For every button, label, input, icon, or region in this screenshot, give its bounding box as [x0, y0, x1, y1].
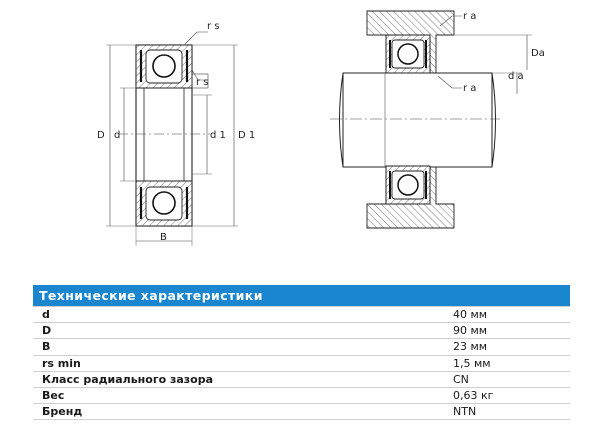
spec-label: d [33, 305, 444, 324]
dim-D-label: D [97, 130, 105, 141]
bottom-ring-section [135, 180, 193, 227]
specs-title: Технические характеристики [33, 285, 570, 306]
spec-label: Вес [33, 387, 444, 405]
dim-d1-label: d 1 [210, 130, 226, 141]
rs-side-label: r s [196, 77, 209, 88]
dim-Da-label: Da [531, 48, 545, 59]
spec-value: 40 мм [444, 305, 570, 324]
dim-D1-label: D 1 [238, 130, 255, 141]
ra-top-label: r a [463, 11, 476, 22]
spec-value: 0,63 кг [444, 387, 570, 405]
mounted-bearing-bottom [385, 165, 431, 205]
ra-side-label: r a [463, 83, 476, 94]
spec-label: rs min [33, 355, 444, 372]
spec-value: NTN [444, 403, 570, 421]
spec-label: Бренд [33, 403, 444, 421]
spec-label: Класс радиального зазора [33, 371, 444, 388]
dim-da-label: d a [508, 71, 524, 82]
rs-top-label: r s [207, 21, 220, 32]
bearing-drawing: D d d 1 D 1 B r s r s [97, 10, 545, 246]
spec-value: 90 мм [444, 322, 570, 340]
top-ring-section [135, 44, 193, 89]
spec-value: CN [444, 371, 570, 388]
mounted-bearing-top [385, 34, 431, 74]
dim-B-label: B [160, 232, 167, 243]
spec-label: D [33, 322, 444, 340]
dim-d-label: d [114, 130, 120, 141]
spec-value: 1,5 мм [444, 355, 570, 372]
spec-value: 23 мм [444, 338, 570, 356]
mounting-arrangement-view: r a r a Da d a [330, 10, 545, 229]
spec-label: B [33, 338, 444, 356]
bearing-section-view: D d d 1 D 1 B r s r s [97, 21, 255, 246]
